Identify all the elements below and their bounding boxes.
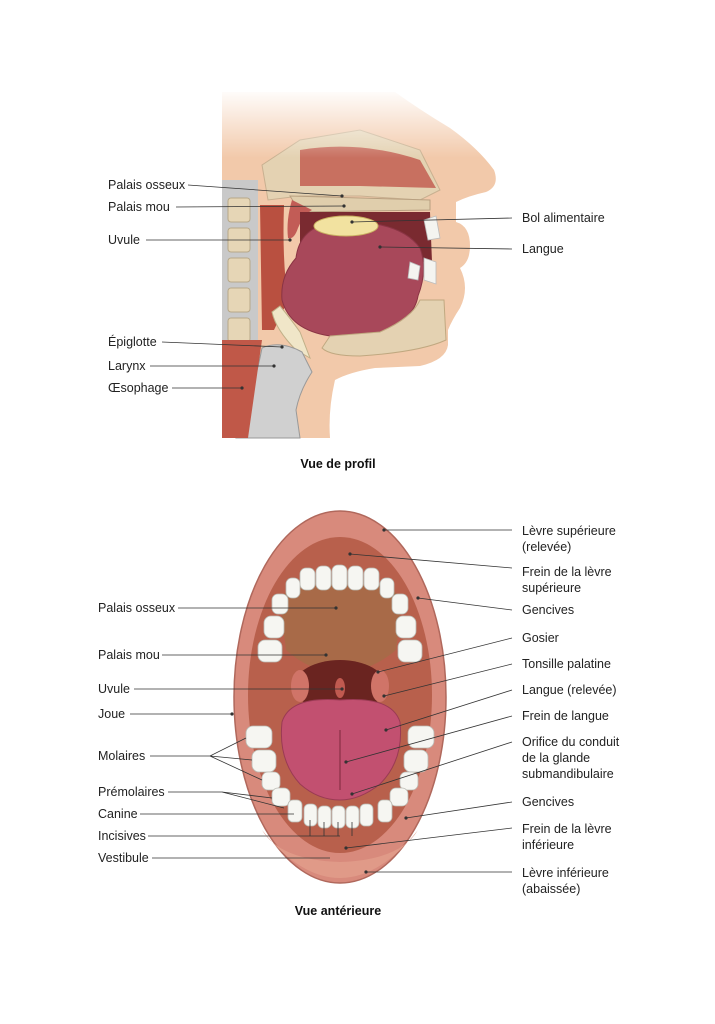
label-bol-alimentaire: Bol alimentaire [522, 211, 605, 225]
label-tonsille-palatine: Tonsille palatine [522, 657, 611, 671]
label-langue-profile: Langue [522, 242, 564, 256]
palate-anterior [280, 578, 402, 672]
label-gosier: Gosier [522, 631, 559, 645]
uvula-anterior [335, 678, 345, 698]
label-orifice-conduit-line3: submandibulaire [522, 767, 614, 781]
label-orifice-conduit: Orifice du conduit de la glande submandi… [522, 735, 623, 781]
label-frein-levre-superieure-line1: Frein de la lèvre [522, 565, 612, 579]
mandible [321, 299, 447, 357]
label-frein-levre-inferieure-line1: Frein de la lèvre [522, 822, 612, 836]
label-larynx: Larynx [108, 359, 146, 373]
profile-teeth [407, 215, 441, 285]
label-levre-superieure-line2: (relevée) [522, 540, 571, 554]
label-palais-osseux-profile: Palais osseux [108, 178, 186, 192]
top-fade [215, 88, 515, 158]
label-palais-mou-profile: Palais mou [108, 200, 170, 214]
caption-anterior: Vue antérieure [295, 904, 381, 918]
lower-lip [262, 830, 418, 878]
food-bolus [313, 215, 379, 237]
label-levre-inferieure-line2: (abaissée) [522, 882, 580, 896]
label-canine: Canine [98, 807, 138, 821]
label-premolaires: Prémolaires [98, 785, 165, 799]
tongue-raised [280, 698, 402, 801]
label-uvule-anterior: Uvule [98, 682, 130, 696]
label-incisives: Incisives [98, 829, 146, 843]
label-palais-osseux-anterior: Palais osseux [98, 601, 176, 615]
label-vestibule: Vestibule [98, 851, 149, 865]
anterior-illustration [233, 510, 447, 884]
label-molaires: Molaires [98, 749, 145, 763]
label-oesophage: Œsophage [108, 381, 169, 395]
profile-labels: Palais osseux Palais mou Uvule Épiglotte… [108, 178, 605, 395]
label-frein-de-langue: Frein de langue [522, 709, 609, 723]
label-levre-superieure: Lèvre supérieure (relevée) [522, 524, 619, 554]
label-frein-levre-inferieure-line2: inférieure [522, 838, 574, 852]
label-epiglotte: Épiglotte [108, 334, 157, 349]
tonsil-left [291, 670, 309, 702]
profile-leaders [146, 184, 513, 390]
anterior-leaders [130, 528, 513, 874]
label-uvule-profile: Uvule [108, 233, 140, 247]
anterior-labels-right: Lèvre supérieure (relevée) Frein de la l… [522, 524, 623, 896]
label-palais-mou-anterior: Palais mou [98, 648, 160, 662]
label-frein-levre-superieure-line2: supérieure [522, 581, 581, 595]
label-gencives-upper: Gencives [522, 603, 574, 617]
epiglottis [271, 305, 311, 360]
lower-teeth [245, 725, 435, 829]
caption-profile: Vue de profil [300, 457, 375, 471]
label-levre-inferieure-line1: Lèvre inférieure [522, 866, 609, 880]
label-levre-superieure-line1: Lèvre supérieure [522, 524, 616, 538]
soft-palate [287, 200, 312, 239]
tonsil-right [371, 670, 389, 702]
label-levre-inferieure: Lèvre inférieure (abaissée) [522, 866, 612, 896]
label-gencives-lower: Gencives [522, 795, 574, 809]
label-langue-relevee: Langue (relevée) [522, 683, 617, 697]
label-orifice-conduit-line1: Orifice du conduit [522, 735, 620, 749]
pharynx [260, 205, 288, 330]
label-frein-levre-superieure: Frein de la lèvre supérieure [522, 565, 615, 595]
tongue [281, 221, 424, 337]
label-orifice-conduit-line2: de la glande [522, 751, 590, 765]
upper-teeth [257, 564, 423, 663]
anterior-labels-left: Palais osseux Palais mou Uvule Joue Mola… [98, 601, 176, 865]
profile-illustration [215, 88, 515, 439]
label-joue: Joue [98, 707, 125, 721]
label-frein-levre-inferieure: Frein de la lèvre inférieure [522, 822, 615, 852]
